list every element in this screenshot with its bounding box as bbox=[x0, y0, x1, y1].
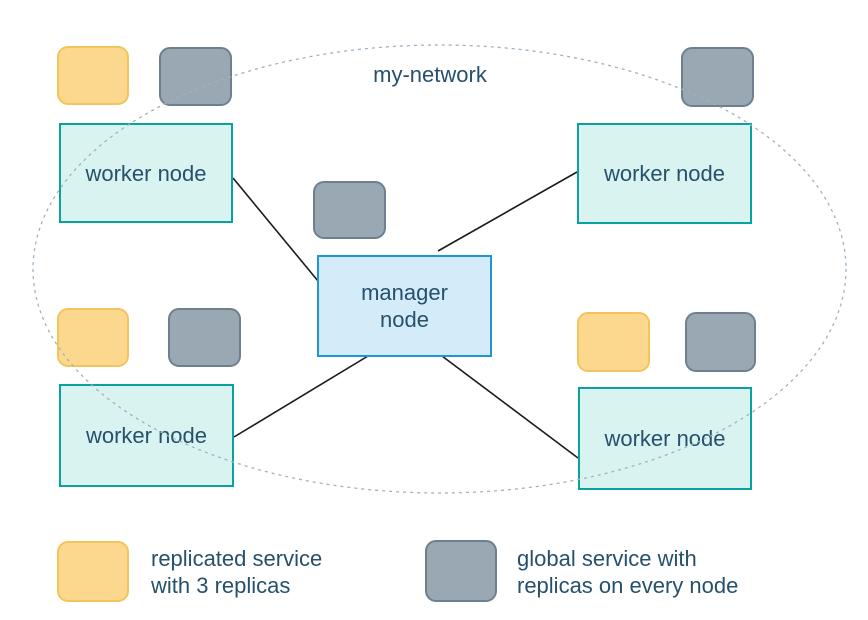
worker-node-bottom-left: worker node bbox=[59, 384, 234, 487]
global-service-icon bbox=[159, 47, 232, 106]
replicated-service-icon bbox=[57, 46, 129, 105]
global-service-icon bbox=[168, 308, 241, 367]
global-service-icon bbox=[685, 312, 756, 372]
link-manager-worker-bottom-right bbox=[441, 355, 579, 459]
manager-node: manager node bbox=[317, 255, 492, 357]
global-service-icon bbox=[313, 181, 386, 239]
legend-global-label: global service with replicas on every no… bbox=[517, 546, 739, 598]
link-manager-worker-top-left bbox=[232, 177, 319, 282]
legend-replicated-service-icon bbox=[57, 541, 129, 602]
link-manager-worker-top-right bbox=[437, 171, 578, 252]
network-name-label: my-network bbox=[373, 62, 487, 87]
worker-node-top-left: worker node bbox=[59, 123, 233, 223]
replicated-service-icon bbox=[57, 308, 129, 367]
global-service-icon bbox=[681, 47, 754, 107]
legend-global-service-icon bbox=[425, 540, 497, 602]
link-manager-worker-bottom-left bbox=[233, 355, 369, 438]
worker-node-top-right: worker node bbox=[577, 123, 752, 224]
legend-replicated-label: replicated service with 3 replicas bbox=[151, 546, 323, 598]
worker-node-bottom-right: worker node bbox=[578, 387, 752, 490]
replicated-service-icon bbox=[577, 312, 650, 372]
